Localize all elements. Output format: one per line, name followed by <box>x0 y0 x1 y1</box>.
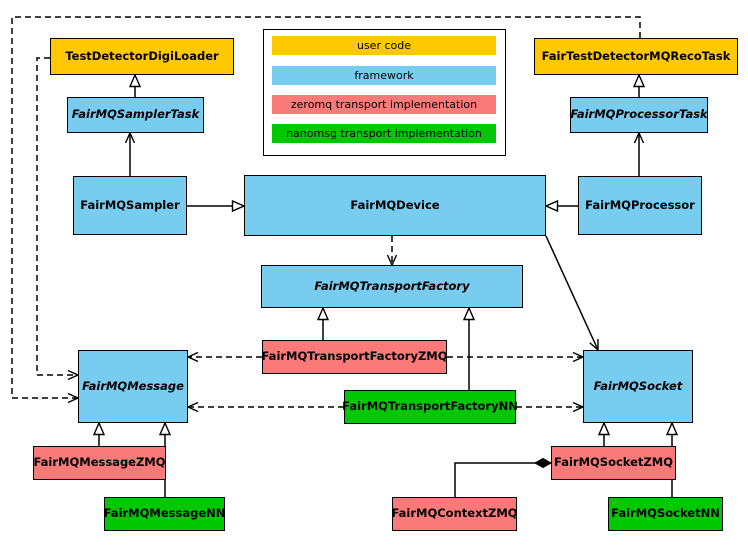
legend-label-user-code: user code <box>356 39 412 52</box>
legend-label-framework: framework <box>354 69 414 82</box>
class-label: FairMQMessageZMQ <box>33 455 166 470</box>
class-label: FairMQContextZMQ <box>391 506 518 521</box>
class-node-fairmqmessagenn[interactable]: FairMQMessageNN <box>104 497 225 531</box>
class-label: FairMQSocketZMQ <box>554 455 673 470</box>
class-node-fairmqsampler[interactable]: FairMQSampler <box>73 176 187 235</box>
class-label: FairMQTransportFactoryNN <box>342 399 518 414</box>
class-node-fairmqtransportfactorynn[interactable]: FairMQTransportFactoryNN <box>342 390 518 424</box>
class-node-fairmqcontextzmq[interactable]: FairMQContextZMQ <box>391 497 518 531</box>
class-node-fairmqsamplertask[interactable]: FairMQSamplerTask <box>67 97 204 133</box>
class-label: FairMQDevice <box>350 197 440 212</box>
edge-device-to-socket <box>545 235 599 352</box>
class-label: FairMQProcessor <box>585 197 695 212</box>
class-label: FairMQTransportFactory <box>314 278 470 293</box>
legend-label-nanomsg: nanomsg transport implementation <box>286 127 482 140</box>
class-label: FairMQMessageNN <box>103 506 226 521</box>
class-label: FairMQSocket <box>593 378 683 393</box>
class-node-fairmqtransportfactoryzmq[interactable]: FairMQTransportFactoryZMQ <box>261 340 448 374</box>
class-label: FairMQTransportFactoryZMQ <box>261 349 448 364</box>
legend-item-nanomsg: nanomsg transport implementation <box>272 124 496 143</box>
legend-label-zeromq: zeromq transport implementation <box>290 98 478 111</box>
class-label: FairMQMessage <box>82 378 184 393</box>
class-node-fairmqmessagezmq[interactable]: FairMQMessageZMQ <box>33 446 166 480</box>
class-node-fairmqtransportfactory[interactable]: FairMQTransportFactory <box>261 265 523 308</box>
class-label: FairMQSocketNN <box>611 506 720 521</box>
class-label: TestDetectorDigiLoader <box>65 48 219 63</box>
edge-digiloader-to-message <box>36 57 80 381</box>
edge-socketzmq-composes-contextzmq <box>454 463 551 497</box>
class-node-fairmqsocketnn[interactable]: FairMQSocketNN <box>608 497 723 531</box>
class-node-fairmqmessage[interactable]: FairMQMessage <box>78 350 188 423</box>
class-label: FairMQProcessorTask <box>570 107 708 122</box>
legend-item-zeromq: zeromq transport implementation <box>272 95 496 114</box>
class-node-testdetectordigiloader[interactable]: TestDetectorDigiLoader <box>50 38 234 75</box>
legend-item-framework: framework <box>272 66 496 85</box>
class-node-fairmqprocessortask[interactable]: FairMQProcessorTask <box>570 97 708 133</box>
class-node-fairmqsocketzmq[interactable]: FairMQSocketZMQ <box>551 446 676 480</box>
class-label: FairTestDetectorMQRecoTask <box>541 48 731 63</box>
legend-item-user-code: user code <box>272 36 496 55</box>
class-label: FairMQSamplerTask <box>71 107 200 122</box>
class-node-fairmqsocket[interactable]: FairMQSocket <box>583 350 693 423</box>
class-node-fairtestdetectormqrecotask[interactable]: FairTestDetectorMQRecoTask <box>534 38 738 75</box>
class-node-fairmqdevice[interactable]: FairMQDevice <box>244 175 546 236</box>
class-label: FairMQSampler <box>80 197 180 212</box>
edge-recotask-to-message <box>11 16 641 404</box>
class-node-fairmqprocessor[interactable]: FairMQProcessor <box>578 176 702 235</box>
